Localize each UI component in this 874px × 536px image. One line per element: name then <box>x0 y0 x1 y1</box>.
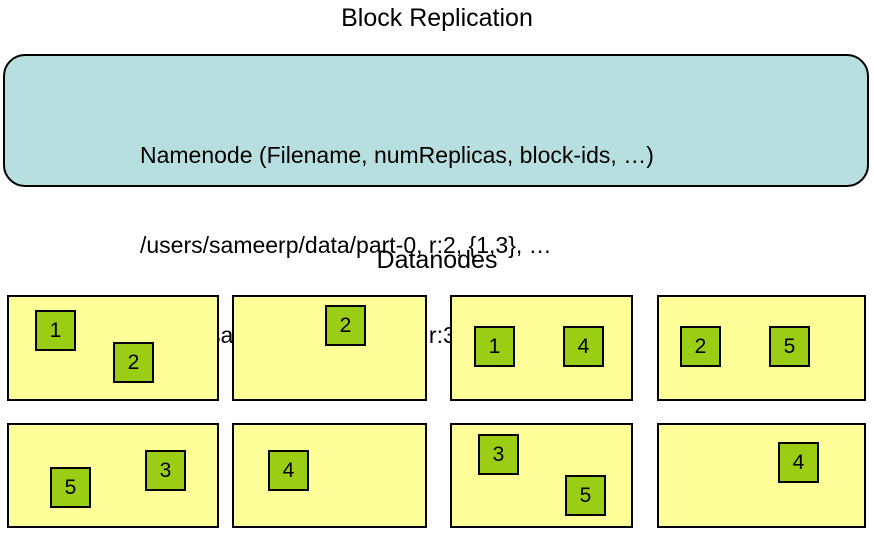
block-4: 4 <box>778 442 819 483</box>
block-1: 1 <box>35 310 76 351</box>
block-5: 5 <box>50 467 91 508</box>
page-title: Block Replication <box>341 4 533 32</box>
block-4: 4 <box>563 326 604 367</box>
datanodes-section-label: Datanodes <box>376 246 498 274</box>
namenode-header-line: Namenode (Filename, numReplicas, block-i… <box>140 142 654 168</box>
block-5: 5 <box>769 326 810 367</box>
block-4: 4 <box>268 450 309 491</box>
block-2: 2 <box>113 342 154 383</box>
block-3: 3 <box>145 450 186 491</box>
block-3: 3 <box>478 434 519 475</box>
block-5: 5 <box>565 475 606 516</box>
datanode-6: 4 <box>232 423 427 528</box>
block-2: 2 <box>325 305 366 346</box>
namenode-file-line-part-0: /users/sameerp/data/part-0, r:2, {1,3}, … <box>140 232 552 258</box>
block-1: 1 <box>474 326 515 367</box>
block-2: 2 <box>680 326 721 367</box>
namenode-panel: Namenode (Filename, numReplicas, block-i… <box>3 54 869 348</box>
datanode-8: 4 <box>657 423 866 528</box>
datanode-2: 2 <box>232 295 427 401</box>
